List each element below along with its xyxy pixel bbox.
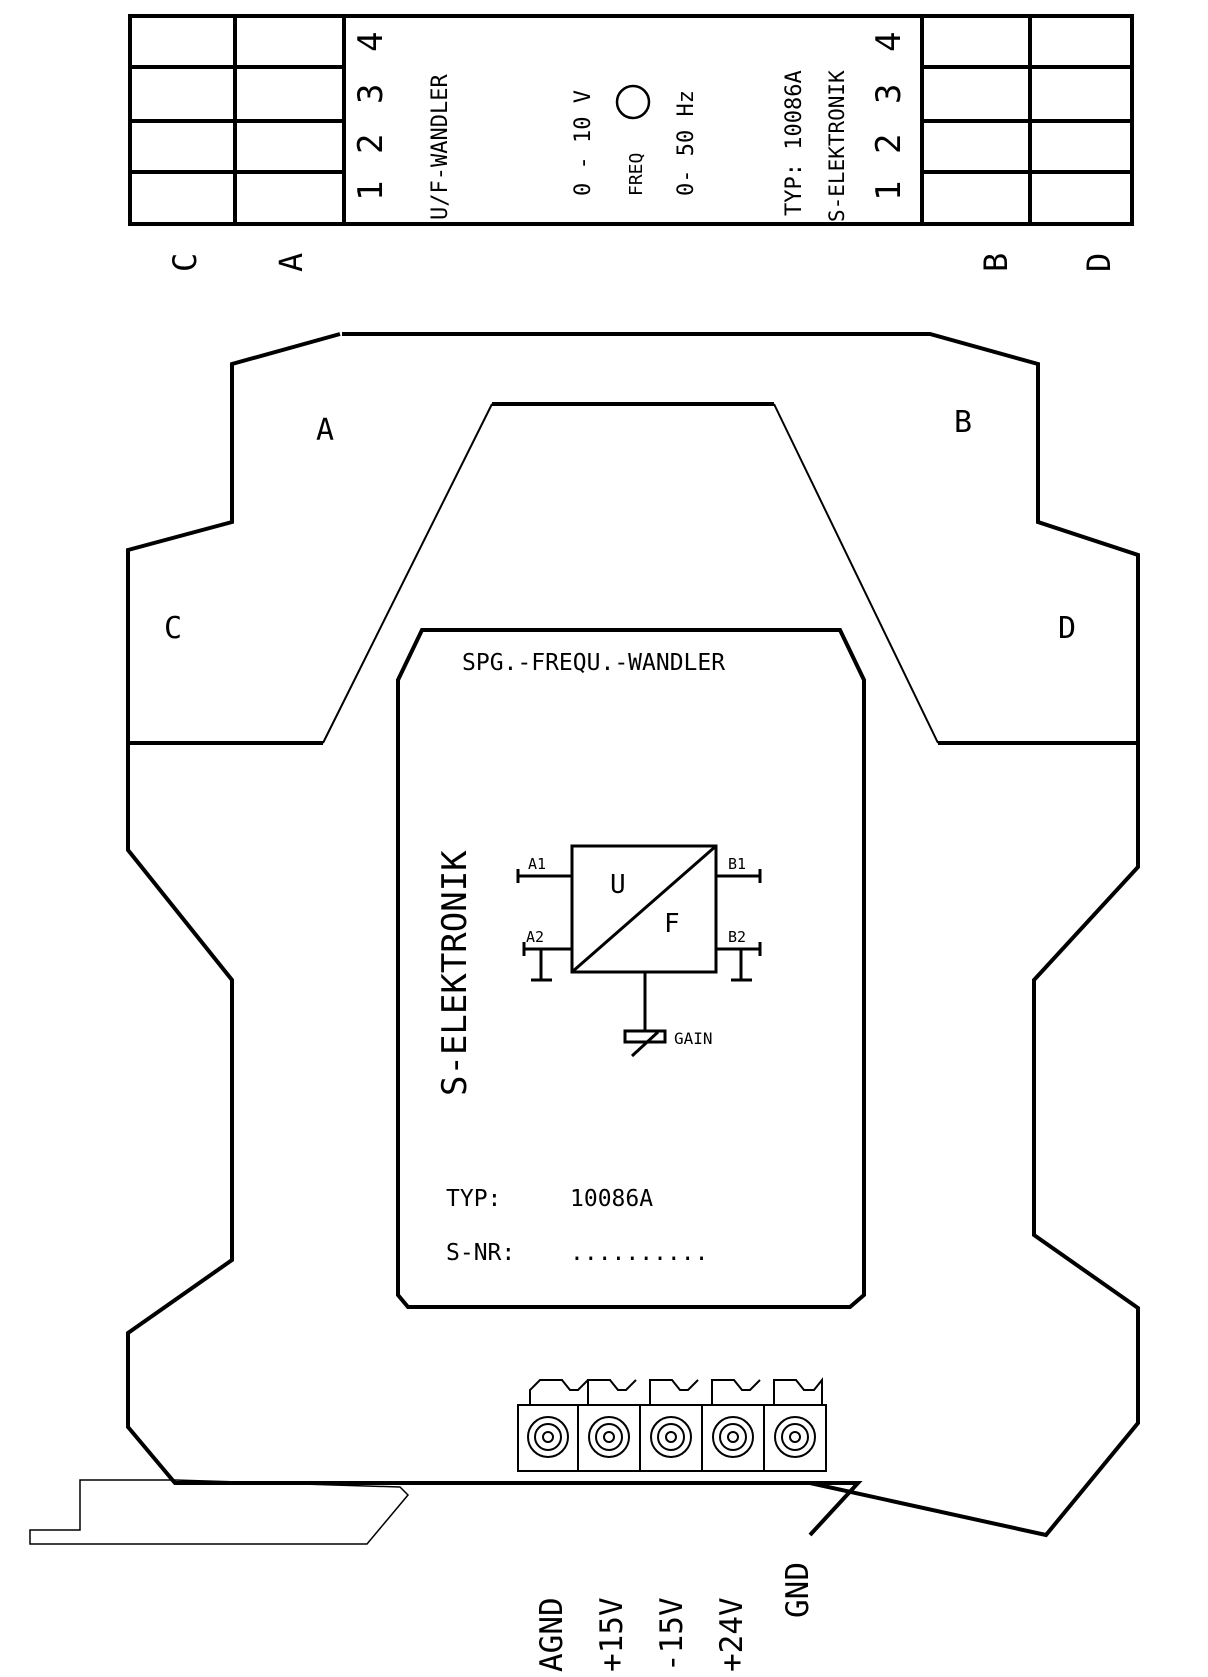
corner-label-c: C [164,611,182,646]
serial-value: .......... [570,1240,708,1266]
screw-terminal [577,1379,641,1472]
terminal-number: 3 [351,84,391,104]
gain-potentiometer-icon [623,1029,667,1044]
din-rail-foot [29,1479,410,1545]
housing-inner-trapezoid [322,403,939,744]
terminal-number: 2 [351,134,391,154]
label-strip [128,14,1134,226]
column-letter: B [977,253,1015,272]
label-strip-type: TYP: 10086A [782,70,807,216]
screw-icon [527,1416,569,1458]
terminal-number: 4 [869,32,909,52]
screw-icon [774,1416,816,1458]
type-label: TYP: [446,1186,501,1212]
label-strip-column-letters: C A B D [166,253,1118,272]
label-strip-right-terminals: 1 2 3 4 [869,32,909,201]
terminal-number: 1 [351,181,391,201]
corner-label-d: D [1058,611,1076,646]
column-letter: A [272,253,310,272]
terminal-number: 4 [351,32,391,52]
converter-diagonal [571,844,717,974]
terminal-number: 2 [869,134,909,154]
converter-labels: U F A1 A2 B1 B2 GAIN [526,855,746,1048]
housing-corner-labels: A B C D [164,405,1076,646]
screw-terminal [639,1379,703,1472]
front-plate [396,628,866,1309]
screw-icon [650,1416,692,1458]
screw-icon [712,1416,754,1458]
housing-outline [126,332,1140,1538]
power-terminal-labels: AGND +15V -15V +24V GND [534,1562,816,1672]
power-label-gnd: GND [780,1562,816,1618]
front-plate-maker: S-ELEKTRONIK [435,850,475,1096]
housing [126,332,1140,1538]
serial-label: S-NR: [446,1240,515,1266]
label-strip-output-range: 0- 50 Hz [674,90,699,196]
power-label-plus24v: +24V [714,1597,750,1672]
pin-b1-label: B1 [728,855,746,873]
column-letter: C [166,253,204,272]
power-label-minus15v: -15V [654,1597,690,1672]
label-strip-maker: S-ELEKTRONIK [825,70,849,222]
corner-label-b: B [954,405,972,440]
screw-terminal [701,1379,765,1472]
gain-wiper [630,1030,660,1058]
corner-label-a: A [316,413,334,448]
freq-potentiometer-icon [615,84,651,120]
power-label-agnd: AGND [534,1597,570,1672]
terminal-number: 1 [869,181,909,201]
label-strip-left-terminals: 1 2 3 4 [351,32,391,201]
label-strip-input-range: 0 - 10 V [571,90,596,196]
power-label-plus15v: +15V [594,1597,630,1672]
column-letter: D [1080,253,1118,272]
screw-terminal [763,1377,827,1472]
power-terminal-block [517,1377,827,1472]
gain-label: GAIN [674,1029,713,1048]
converter-output-symbol: F [664,909,680,939]
type-value: 10086A [570,1186,653,1212]
front-plate-title: SPG.-FREQU.-WANDLER [462,650,725,676]
converter-input-symbol: U [610,870,626,900]
pin-a2-label: A2 [526,928,544,946]
pin-a1-label: A1 [528,855,546,873]
label-strip-freq-label: FREQ [626,153,647,196]
label-strip-title: U/F-WANDLER [428,74,453,220]
terminal-number: 3 [869,84,909,104]
converter-symbol [516,844,762,1058]
pin-b2-label: B2 [728,928,746,946]
screw-icon [588,1416,630,1458]
